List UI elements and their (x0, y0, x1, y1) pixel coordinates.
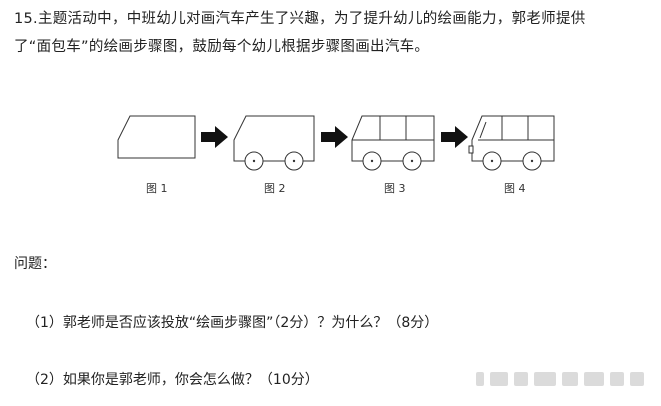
figure-1-label: 图 1 (146, 182, 168, 195)
figure-4-label: 图 4 (504, 182, 526, 195)
sub-question-1: （1）郭老师是否应该投放“绘画步骤图”（2分）？为什么？（8分） (26, 315, 439, 331)
step-arrow-1 (201, 126, 228, 148)
figure-1-van-outline (117, 115, 196, 159)
question-text-line-2: 了“面包车”的绘画步骤图，鼓励每个幼儿根据步骤图画出汽车。 (14, 39, 430, 55)
drawing-steps-diagram (117, 115, 555, 171)
step-arrow-3 (441, 126, 468, 148)
step-arrow-2 (321, 126, 348, 148)
questions-heading: 问题： (14, 256, 56, 272)
figure-3-label: 图 3 (384, 182, 406, 195)
figure-2-van-with-wheels (233, 115, 315, 171)
sub-question-2: （2）如果你是郭老师，你会怎么做？（10分） (26, 372, 319, 388)
blurred-watermark (476, 368, 646, 390)
question-text-line-1: 15.主题活动中，中班幼儿对画汽车产生了兴趣，为了提升幼儿的绘画能力，郭老师提供 (14, 11, 586, 27)
figure-4-completed-van (468, 115, 555, 171)
figure-2-label: 图 2 (264, 182, 286, 195)
figure-3-van-with-windows (351, 115, 435, 171)
